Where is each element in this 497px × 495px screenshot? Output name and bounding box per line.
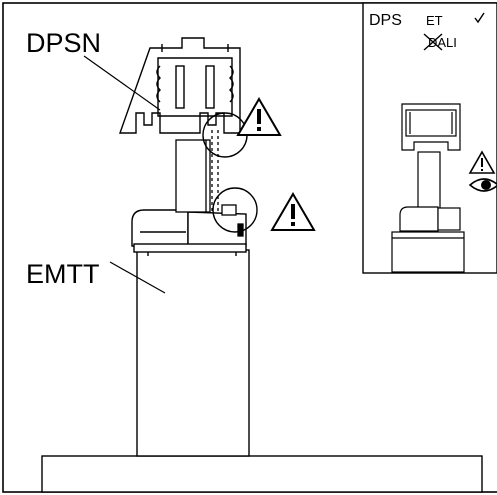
- emtt-housing: [136, 249, 250, 457]
- adapter-stem: [175, 130, 219, 213]
- warning-icon: [236, 97, 282, 136]
- adapter-leader-line: [109, 261, 166, 294]
- rail-label: DPSN: [26, 28, 101, 58]
- inset-et-label: ET: [426, 13, 443, 28]
- base-plate: [41, 455, 483, 493]
- cross-icon: [423, 33, 443, 51]
- eye-icon: [468, 178, 497, 192]
- inset-rail-profile: [401, 103, 461, 151]
- check-icon: [474, 12, 485, 24]
- inset-adapter: [391, 151, 465, 273]
- inset-panel: DPS ET DALI: [362, 2, 497, 274]
- inset-title: DPS: [369, 12, 402, 29]
- inset-dali-label: DALI: [428, 35, 457, 50]
- clip-detail: [221, 204, 244, 237]
- rail-leader-line: [83, 55, 161, 111]
- adapter-label: EMTT: [26, 259, 100, 289]
- track-rail-profile: [119, 37, 241, 134]
- warning-icon: [468, 150, 496, 174]
- warning-icon: [270, 192, 316, 231]
- detail-circle-bottom: [212, 187, 258, 233]
- adapter-head: [131, 209, 247, 256]
